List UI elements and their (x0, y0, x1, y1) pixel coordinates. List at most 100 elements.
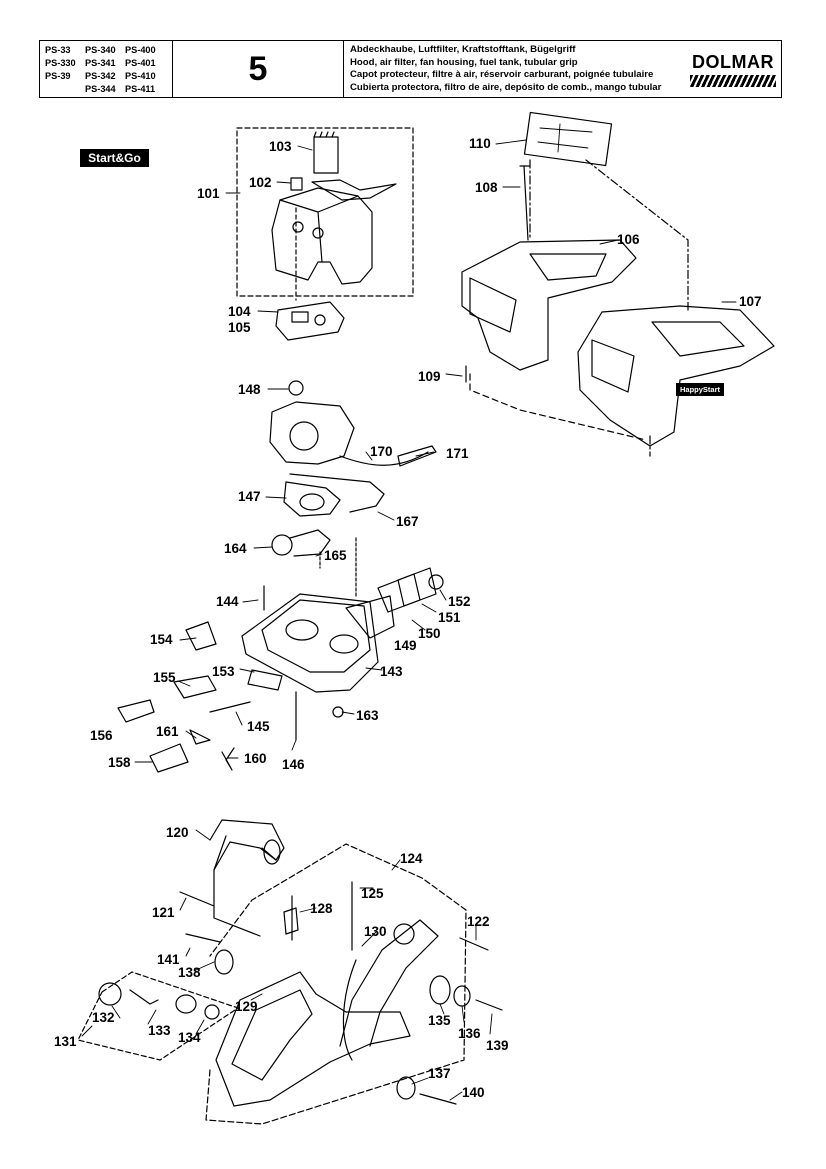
model-code: PS-342 (85, 71, 116, 81)
filter-base (275, 301, 345, 341)
label-128: 128 (310, 901, 333, 916)
screw-139 (475, 999, 503, 1011)
screw-145 (209, 701, 251, 713)
hood-screw (290, 177, 303, 191)
model-code: PS-341 (85, 58, 116, 68)
carburetor-bore (289, 421, 319, 451)
label-108: 108 (475, 180, 498, 195)
label-155: 155 (153, 670, 176, 685)
housing-106-window (469, 277, 517, 333)
model-code: PS-401 (125, 58, 156, 68)
model-code: PS-400 (125, 45, 156, 55)
handle-bracket-124 (339, 919, 439, 1047)
tank-143-inner (261, 599, 371, 673)
label-143: 143 (380, 664, 403, 679)
choke-rod-167 (289, 473, 385, 513)
valve-134 (175, 994, 197, 1014)
page-titles: Abdeckhaube, Luftfilter, Kraftstofftank,… (344, 41, 724, 97)
label-141: 141 (157, 952, 180, 967)
label-134: 134 (178, 1030, 201, 1045)
brand-logo: DOLMAR (692, 52, 774, 72)
model-code: PS-344 (85, 84, 116, 94)
label-167: 167 (396, 514, 419, 529)
label-135: 135 (428, 1013, 451, 1028)
clip-154 (185, 621, 217, 651)
label-120: 120 (166, 825, 189, 840)
fuel-line-171 (397, 445, 437, 467)
grip-end (263, 839, 281, 865)
label-137: 137 (428, 1066, 451, 1081)
label-131: 131 (54, 1034, 77, 1049)
label-149: 149 (394, 638, 417, 653)
decal-axis (585, 159, 689, 311)
plate-153 (247, 669, 283, 691)
housing-107 (577, 305, 775, 447)
label-152: 152 (448, 594, 471, 609)
screw-122 (459, 937, 489, 951)
fuel-line-170 (339, 451, 429, 466)
label-145: 145 (247, 719, 270, 734)
gasket-151 (397, 567, 437, 607)
hood-fin (311, 179, 397, 201)
brand-stripes (690, 75, 776, 87)
leader-lines (81, 139, 737, 1101)
label-130: 130 (364, 924, 387, 939)
label-133: 133 (148, 1023, 171, 1038)
label-153: 153 (212, 664, 235, 679)
washer-137 (396, 1076, 416, 1100)
spring-161 (189, 729, 211, 745)
fuel-cap-132 (98, 982, 122, 1006)
screw-121 (179, 891, 215, 907)
housing-107-top (651, 321, 745, 357)
filter-base-slot (291, 311, 309, 323)
carburetor (269, 401, 355, 465)
hood-group-box (236, 127, 414, 297)
ring-134 (204, 1004, 220, 1020)
label-151: 151 (438, 610, 461, 625)
label-136: 136 (458, 1026, 481, 1041)
label-163: 163 (356, 708, 379, 723)
model-code: PS-39 (45, 71, 71, 81)
label-107: 107 (739, 294, 762, 309)
model-code: PS-330 (45, 58, 76, 68)
handle-boss (393, 923, 415, 945)
model-code: PS-410 (125, 71, 156, 81)
damper-138 (214, 949, 234, 975)
manifold-149 (345, 595, 395, 639)
hood-knob-right (312, 227, 324, 239)
screw-140 (419, 1093, 457, 1105)
label-121: 121 (152, 905, 175, 920)
cap-group-131-box (77, 971, 239, 1061)
rear-handle-grip (231, 989, 313, 1081)
label-171: 171 (446, 446, 469, 461)
label-110: 110 (469, 136, 491, 151)
label-148: 148 (238, 382, 261, 397)
cap-strap-133 (129, 989, 159, 1005)
label-139: 139 (486, 1038, 509, 1053)
label-156: 156 (90, 728, 113, 743)
label-144: 144 (216, 594, 239, 609)
label-160: 160 (244, 751, 267, 766)
page-number: 5 (173, 41, 344, 97)
label-101: 101 (197, 186, 220, 201)
model-code: PS-411 (125, 84, 156, 94)
nut-163 (332, 706, 344, 718)
label-138: 138 (178, 965, 201, 980)
trigger-156 (117, 699, 155, 723)
part-number-labels: 103 102 101 104 105 110 108 106 107 109 … (54, 136, 762, 1100)
housing-107-window (591, 339, 635, 393)
title-es: Cubierta protectora, filtro de aire, dep… (350, 82, 662, 94)
hood-knob-left (292, 221, 304, 233)
spring-128 (283, 907, 299, 935)
filter-element (313, 136, 339, 174)
screw-141 (185, 933, 221, 943)
decal-plate (523, 111, 613, 167)
housing-106 (461, 239, 637, 371)
tank-143 (241, 593, 379, 693)
label-129: 129 (235, 999, 258, 1014)
hood-cover-edge (279, 195, 359, 263)
handle-group-box (205, 843, 467, 1125)
